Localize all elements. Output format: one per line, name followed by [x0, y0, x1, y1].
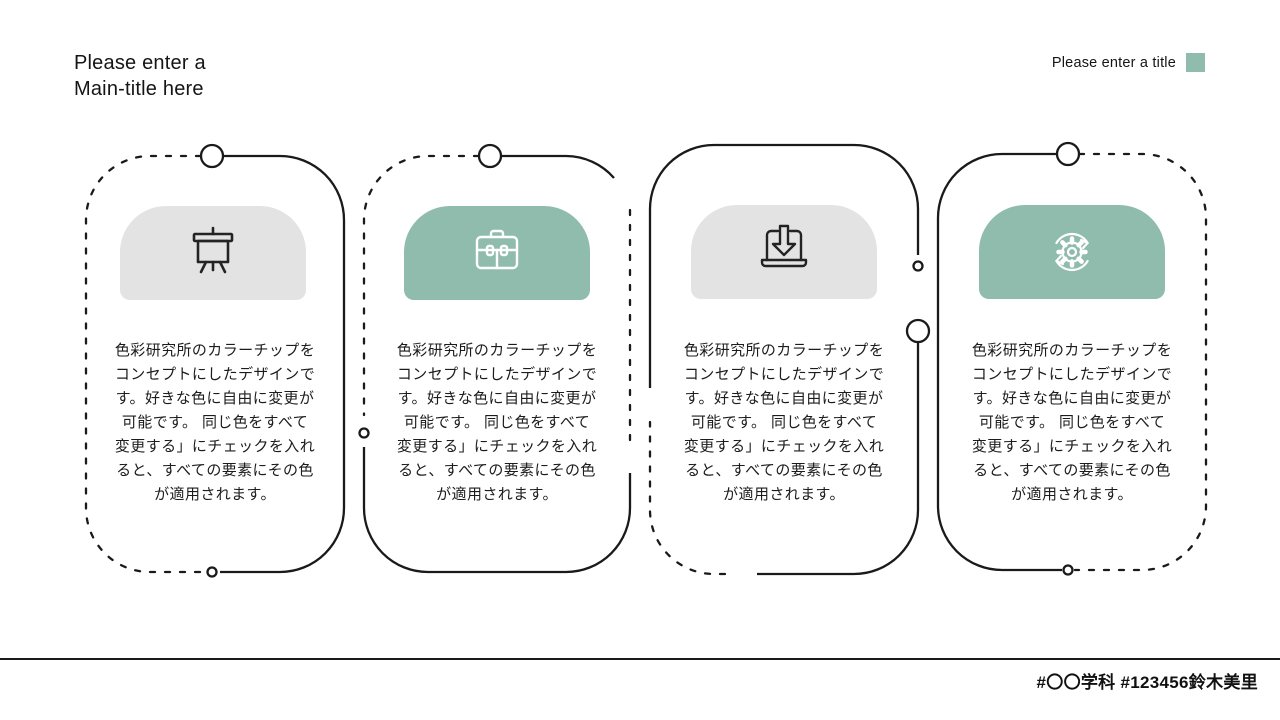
briefcase-icon — [475, 229, 519, 270]
card1-border-dashed — [84, 154, 206, 574]
accent-square — [1186, 53, 1205, 72]
card4-border-solid — [936, 152, 1062, 572]
card2-border-solid-bottom — [362, 447, 632, 574]
slide-subtitle: Please enter a title — [1052, 53, 1205, 72]
card4-body-text: 色彩研究所のカラーチップを コンセプトにしたデザインで す。好きな色に自由に変更… — [971, 342, 1173, 503]
card2-border-solid-top — [501, 154, 615, 179]
card4-icon-plate — [979, 205, 1165, 299]
card1-node-small — [206, 566, 218, 578]
card3-border-solid-top — [648, 143, 920, 388]
card2-body-text: 色彩研究所のカラーチップを コンセプトにしたデザインで す。好きな色に自由に変更… — [396, 342, 598, 503]
card2-border-dashed-left — [362, 154, 481, 417]
card4-border-dashed — [1073, 152, 1208, 572]
card3-border-dashed — [648, 420, 727, 576]
gear-sync-icon — [1055, 232, 1089, 272]
card2-node-large — [477, 143, 503, 169]
footer-credit: #〇〇学科 #123456鈴木美里 — [1036, 673, 1258, 692]
card3-body-text: 色彩研究所のカラーチップを コンセプトにしたデザインで す。好きな色に自由に変更… — [683, 342, 885, 503]
card1-node-large — [199, 143, 225, 169]
card3-node-large — [905, 318, 931, 344]
card2-icon-plate — [404, 206, 590, 300]
slide-title-placeholder[interactable]: Please enter a title — [1051, 54, 1176, 71]
main-title-placeholder[interactable]: Please enter a Main-title here — [74, 52, 206, 100]
card3-node-small — [912, 260, 924, 272]
card1-body-text: 色彩研究所のカラーチップを コンセプトにしたデザインで す。好きな色に自由に変更… — [114, 342, 316, 503]
presentation-board-icon — [192, 226, 234, 274]
card1-icon-plate — [120, 206, 306, 300]
card3-border-solid-bottom — [757, 343, 920, 576]
card3-icon-plate — [691, 205, 877, 299]
card4-node-large — [1055, 141, 1081, 167]
card1-border-solid — [220, 154, 346, 574]
card2-node-small — [358, 427, 370, 439]
footer-divider — [0, 658, 1280, 660]
laptop-download-icon — [760, 224, 808, 268]
card4-node-small — [1062, 564, 1074, 576]
